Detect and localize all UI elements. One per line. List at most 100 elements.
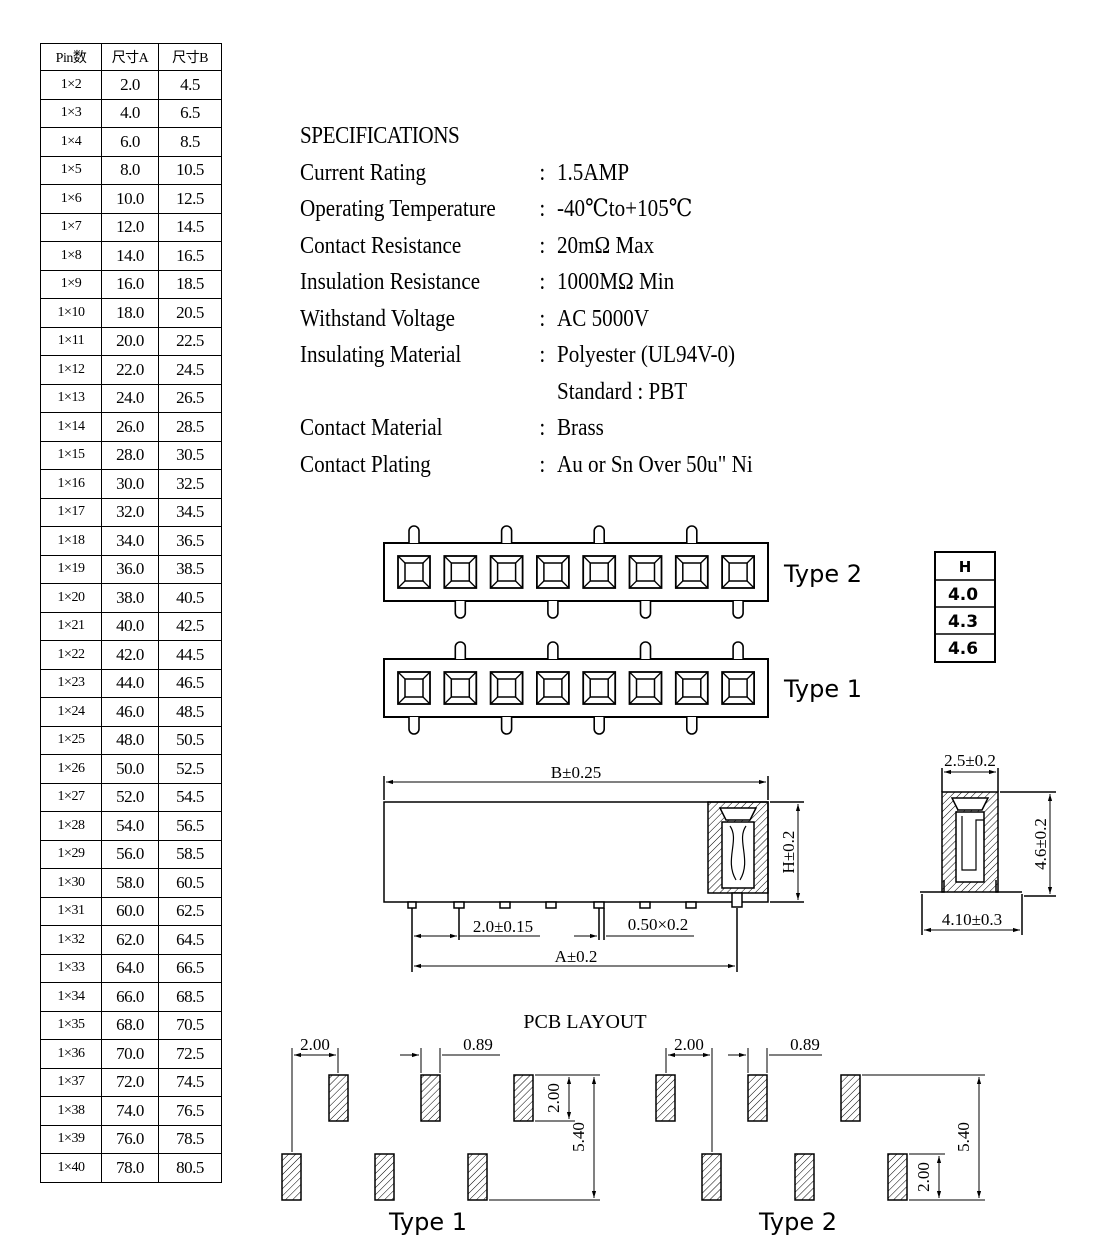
contact-cavity-corner xyxy=(443,555,477,589)
contact-cavity-inner xyxy=(682,562,702,582)
pin-bottom xyxy=(686,717,698,735)
contact-cavity-inner xyxy=(450,678,471,698)
size-a-cell: 64.0 xyxy=(101,953,159,983)
h-table-value: 4.0 xyxy=(948,585,978,605)
pcb-t1-pad: 0.89 xyxy=(463,1035,493,1054)
spec-current-rating: Current Rating : 1.5AMP xyxy=(300,155,753,192)
contact-cavity-corner xyxy=(721,555,755,589)
spec-label: Insulating Material xyxy=(300,342,462,368)
h-table-header: H xyxy=(959,558,972,576)
pin-count-cell: 1×40 xyxy=(40,1153,102,1183)
pin-count-cell: 1×15 xyxy=(40,440,102,470)
type1-top-view xyxy=(383,641,769,735)
pcb-t1-padlen: 2.00 xyxy=(544,1083,563,1113)
pcb-layout-title: PCB LAYOUT xyxy=(523,1011,646,1033)
dim-side-h: 4.6±0.2 xyxy=(1031,818,1050,870)
connector-body xyxy=(383,658,769,718)
contact-cavity-corner xyxy=(536,555,570,589)
pin-count-cell: 1×27 xyxy=(40,782,102,812)
size-b-cell: 8.5 xyxy=(158,127,222,157)
h-table-value: 4.6 xyxy=(948,639,978,659)
spec-sep: : xyxy=(539,342,546,368)
size-b-cell: 68.5 xyxy=(158,982,222,1012)
size-b-cell: 18.5 xyxy=(158,269,222,299)
size-b-cell: 78.5 xyxy=(158,1124,222,1154)
spec-insulating-material: Insulating Material : Polyester (UL94V-0… xyxy=(300,337,753,374)
contact-cavity-inner xyxy=(682,678,702,698)
pin-bottom xyxy=(454,601,467,619)
dim-a: A±0.2 xyxy=(555,947,598,966)
pin-bottom xyxy=(408,717,420,735)
spec-withstand-voltage: Withstand Voltage : AC 5000V xyxy=(300,301,753,338)
size-a-cell: 50.0 xyxy=(101,754,159,784)
pin-bottom xyxy=(500,717,513,735)
size-a-cell: 70.0 xyxy=(101,1039,159,1069)
pin-top xyxy=(732,641,744,659)
pin-count-cell: 1×23 xyxy=(40,668,102,698)
spec-value: 1000MΩ Min xyxy=(556,269,675,295)
spec-insulation-resistance: Insulation Resistance : 1000MΩ Min xyxy=(300,264,753,301)
contact-cavity-inner xyxy=(728,678,748,698)
spec-label: Contact Resistance xyxy=(300,232,462,259)
connector-body xyxy=(383,542,769,602)
pcb-layout-type1 xyxy=(281,1048,600,1201)
spec-value: Polyester (UL94V-0) xyxy=(556,342,736,368)
pin-count-cell: 1×6 xyxy=(40,184,102,214)
pcb-t2-total: 5.40 xyxy=(954,1122,973,1152)
spec-label: Withstand Voltage xyxy=(300,305,456,332)
spec-label: Current Rating xyxy=(300,159,427,186)
pin-count-cell: 1×3 xyxy=(40,98,102,128)
table-header-row: Pin数 尺寸A 尺寸B xyxy=(40,43,222,71)
contact-cavity-inner xyxy=(635,562,656,582)
pcb-type1-label: Type 1 xyxy=(388,1208,467,1236)
dim-pin: 0.50×0.2 xyxy=(628,915,689,934)
size-b-cell: 64.5 xyxy=(158,925,222,955)
contact-cavity-inner xyxy=(543,562,563,582)
front-section-view xyxy=(383,776,804,972)
type2-top-view xyxy=(383,525,769,619)
size-a-cell: 16.0 xyxy=(101,269,159,299)
pin-top xyxy=(408,525,420,543)
dim-side-top: 2.5±0.2 xyxy=(944,751,996,770)
size-a-cell: 38.0 xyxy=(101,583,159,613)
size-a-cell: 32.0 xyxy=(101,497,159,527)
size-a-cell: 72.0 xyxy=(101,1067,159,1097)
pin-bottom xyxy=(593,717,605,735)
size-b-cell: 58.5 xyxy=(158,839,222,869)
pin-count-cell: 1×37 xyxy=(40,1067,102,1097)
contact-cavity-corner xyxy=(536,671,570,705)
contact-cavity-corner xyxy=(629,671,662,705)
spec-insulating-material-standard: Standard : PBT xyxy=(300,374,753,411)
pin-count-cell: 1×34 xyxy=(40,982,102,1012)
size-b-cell: 38.5 xyxy=(158,554,222,584)
pin-count-cell: 1×24 xyxy=(40,697,102,727)
size-b-cell: 20.5 xyxy=(158,298,222,328)
size-b-cell: 42.5 xyxy=(158,611,222,641)
header-size-a: 尺寸A xyxy=(101,43,159,71)
contact-cavity-inner xyxy=(543,678,563,698)
side-view xyxy=(920,768,1056,935)
spec-sep: : xyxy=(539,269,546,295)
pin-top xyxy=(639,641,652,659)
h-table-value: 4.3 xyxy=(948,612,978,632)
pcb-layout-type2 xyxy=(655,1048,985,1201)
contact-cavity-corner xyxy=(397,671,431,705)
pcb-t2-pitch: 2.00 xyxy=(674,1035,704,1054)
size-b-cell: 22.5 xyxy=(158,326,222,356)
spec-sep: : xyxy=(539,451,546,478)
type2-label: Type 2 xyxy=(783,560,862,588)
pin-count-cell: 1×21 xyxy=(40,611,102,641)
